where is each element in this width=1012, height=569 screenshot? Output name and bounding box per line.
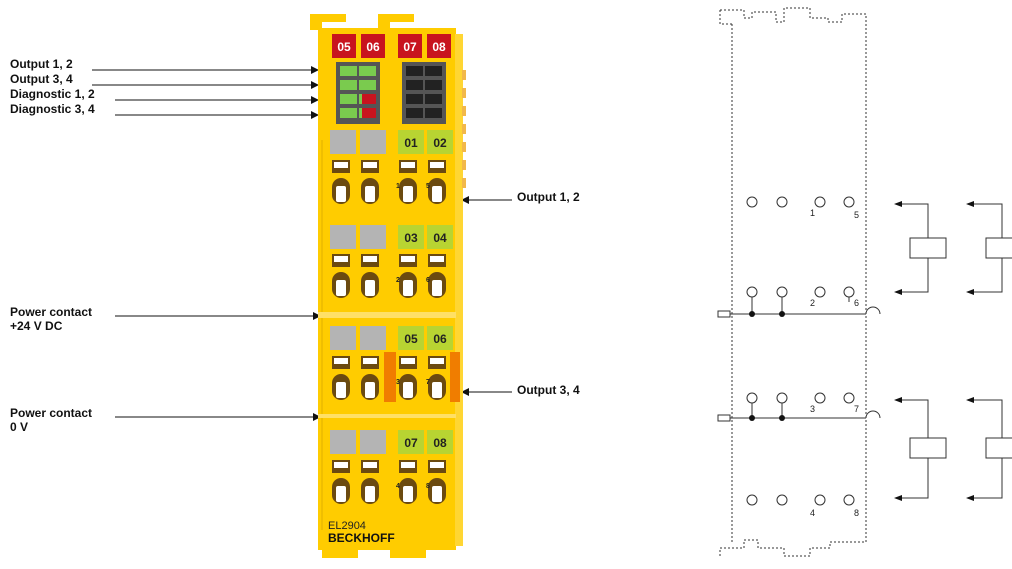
leader-lines-right	[461, 196, 512, 396]
pin-number: 2	[810, 298, 815, 308]
brand-label: BECKHOFF	[328, 531, 395, 545]
schematic	[717, 7, 1012, 557]
label-power-contact-0v-value: 0 V	[10, 420, 29, 434]
contact-number: 6	[426, 277, 430, 284]
load-arrows	[894, 201, 974, 501]
led-panel-left	[336, 62, 380, 124]
contact-number: 5	[426, 183, 430, 190]
label-output-3-4: Output 3, 4	[10, 72, 73, 86]
label-right-output-1-2: Output 1, 2	[517, 190, 580, 204]
contact-number: 3	[396, 379, 400, 386]
block-number: 04	[433, 231, 447, 245]
block-number: 06	[433, 332, 447, 346]
pin-number: 4	[810, 508, 815, 518]
pin-number: 3	[810, 404, 815, 414]
orange-contact-left	[384, 352, 396, 402]
block-number: 03	[404, 231, 418, 245]
header-number: 06	[366, 40, 380, 54]
block-number: 07	[404, 436, 418, 450]
block-number: 08	[433, 436, 447, 450]
pin-number: 7	[854, 404, 859, 414]
label-output-1-2: Output 1, 2	[10, 57, 73, 71]
model-label: EL2904	[328, 520, 366, 532]
pin-number: 8	[854, 508, 859, 518]
block-number: 01	[404, 136, 418, 150]
block-number: 05	[404, 332, 418, 346]
junction-dots	[749, 311, 785, 421]
led-panel-right	[402, 62, 446, 124]
block-labels	[330, 130, 453, 454]
contact-number: 2	[396, 277, 400, 284]
label-power-contact-24v: Power contact	[10, 305, 93, 319]
contact-number: 8	[426, 483, 430, 490]
label-diagnostic-3-4: Diagnostic 3, 4	[10, 102, 95, 116]
pin-number: 6	[854, 298, 859, 308]
el2904-terminal	[310, 14, 466, 558]
label-power-contact-24v-value: +24 V DC	[10, 319, 63, 333]
header-number: 08	[432, 40, 446, 54]
pin-number: 1	[810, 208, 815, 218]
contact-number: 4	[396, 483, 400, 490]
label-power-contact-0v: Power contact	[10, 406, 93, 420]
header-numbers	[332, 34, 451, 58]
header-number: 07	[403, 40, 417, 54]
label-right-output-3-4: Output 3, 4	[517, 383, 580, 397]
leader-lines-left	[92, 66, 321, 421]
label-diagnostic-1-2: Diagnostic 1, 2	[10, 87, 95, 101]
header-number: 05	[337, 40, 351, 54]
block-number: 02	[433, 136, 447, 150]
pin-number: 5	[854, 210, 859, 220]
orange-contact-right	[450, 352, 460, 402]
contact-number: 7	[426, 379, 430, 386]
contact-number: 1	[396, 183, 400, 190]
